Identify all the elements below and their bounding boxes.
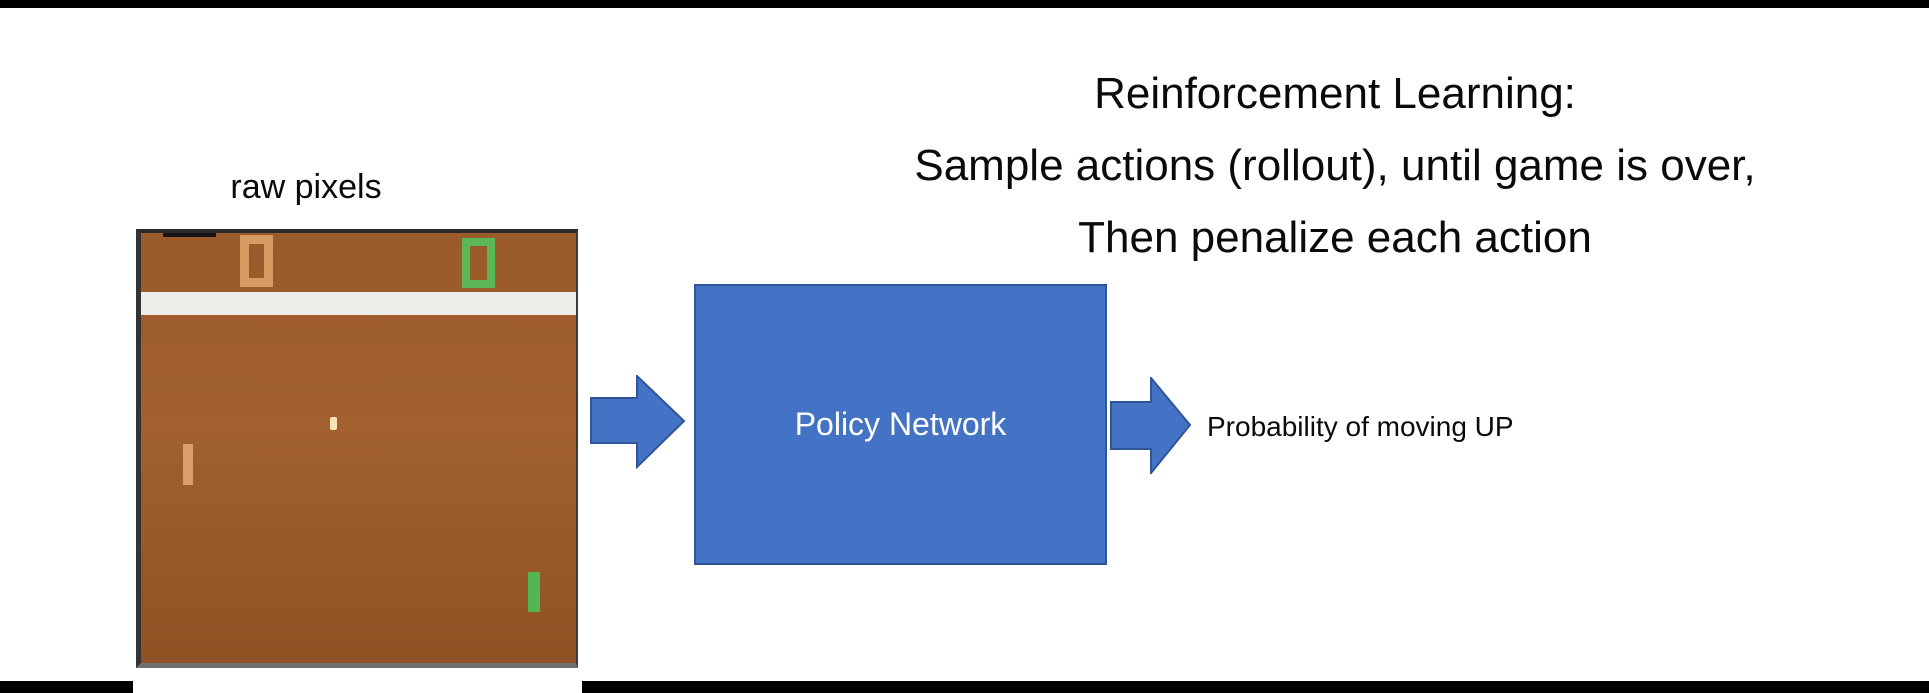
slide-title: Reinforcement Learning: Sample actions (… bbox=[740, 58, 1929, 274]
flow-arrow-right-icon bbox=[590, 375, 686, 469]
policy-network-box: Policy Network bbox=[694, 284, 1107, 565]
title-line-2: Sample actions (rollout), until game is … bbox=[914, 141, 1756, 190]
bottom-black-bar-left bbox=[0, 681, 133, 693]
pong-game-screenshot bbox=[136, 229, 578, 668]
pong-ball bbox=[330, 417, 337, 430]
pong-left-paddle bbox=[183, 444, 193, 485]
policy-network-label: Policy Network bbox=[794, 406, 1007, 442]
pong-right-paddle bbox=[528, 572, 540, 612]
pong-white-divider bbox=[141, 292, 576, 315]
flow-arrow-right-icon bbox=[1110, 377, 1192, 474]
bottom-black-bar-right bbox=[582, 681, 1929, 693]
raw-pixels-label: raw pixels bbox=[230, 168, 382, 206]
probability-output-label: Probability of moving UP bbox=[1207, 411, 1514, 442]
pong-left-score-zero bbox=[240, 235, 273, 287]
title-line-3: Then penalize each action bbox=[1078, 213, 1592, 262]
top-black-bar bbox=[0, 0, 1929, 8]
pong-top-tick bbox=[163, 233, 216, 237]
title-line-1: Reinforcement Learning: bbox=[1094, 69, 1576, 118]
pong-right-score-zero bbox=[462, 238, 495, 288]
